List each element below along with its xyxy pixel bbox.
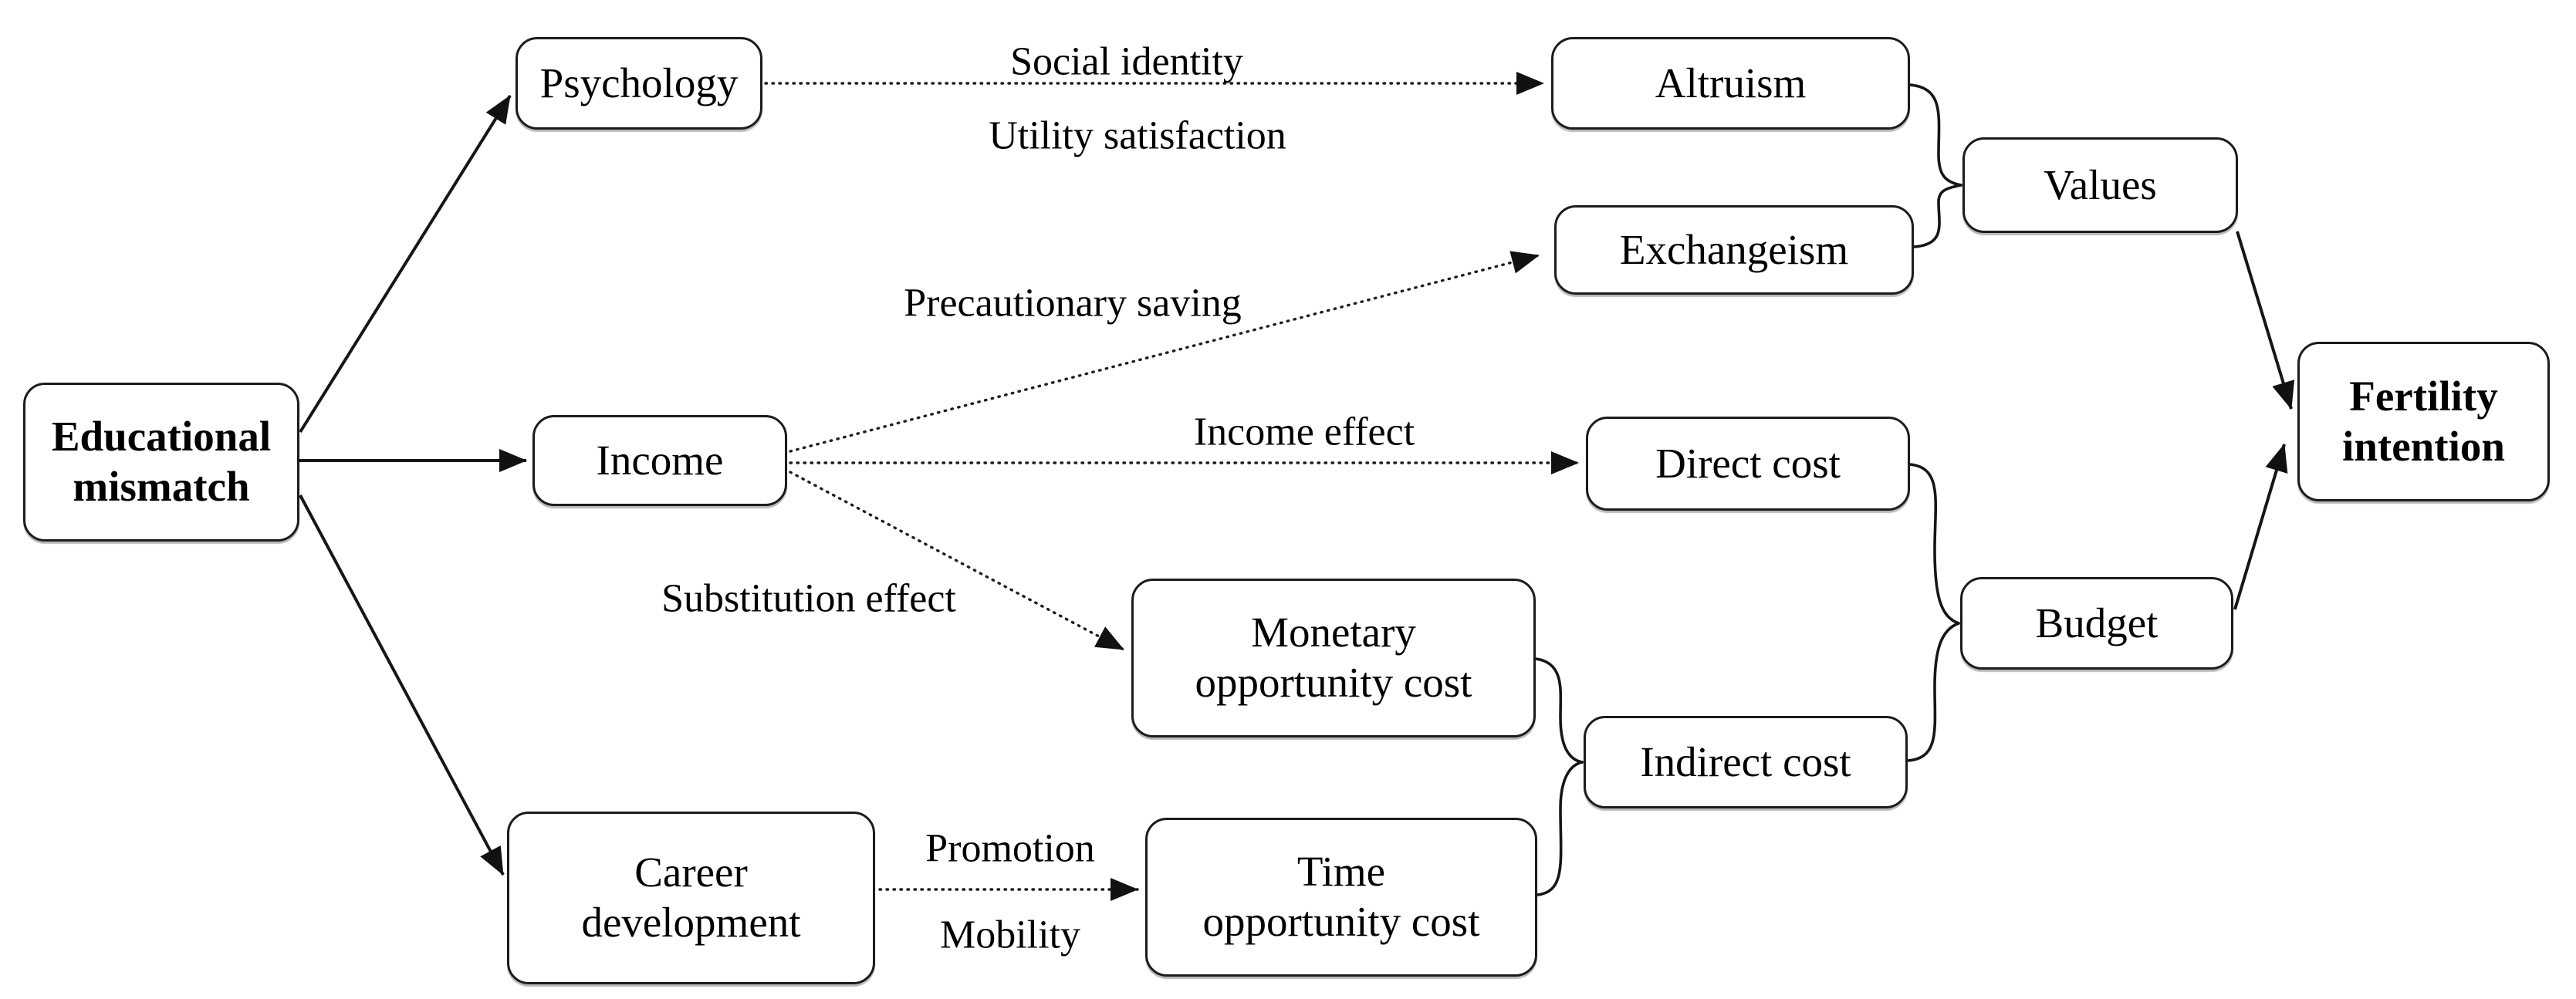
- node-label: Monetary: [1251, 609, 1416, 656]
- edge-income-exchangeism: [789, 251, 1540, 453]
- node-label: mismatch: [73, 463, 250, 510]
- node-values: Values: [1962, 137, 2238, 233]
- node-indirect-cost: Indirect cost: [1584, 716, 1908, 808]
- node-fertility-intention: Fertility intention: [2297, 342, 2550, 501]
- brace-values: [1908, 83, 1962, 248]
- edge-values-fertility: [2236, 231, 2295, 410]
- node-psychology: Psychology: [516, 37, 762, 130]
- node-label: Direct cost: [1655, 439, 1841, 487]
- node-label: Time: [1296, 848, 1386, 896]
- node-income: Income: [532, 415, 787, 506]
- edge-label-promotion: Promotion: [925, 826, 1095, 871]
- node-label: Altruism: [1655, 59, 1807, 106]
- node-label: Budget: [2035, 599, 2158, 646]
- edge-budget-fertility: [2233, 444, 2288, 610]
- brace-budget: [1906, 463, 1960, 762]
- edge-label-mobility: Mobility: [939, 913, 1081, 957]
- node-label: Fertility: [2349, 372, 2498, 420]
- edge-label-social-identity: Social identity: [1010, 39, 1243, 84]
- node-altruism: Altruism: [1551, 37, 1910, 130]
- node-label: Exchangeism: [1619, 225, 1849, 273]
- node-educational-mismatch: Educational mismatch: [23, 383, 299, 542]
- node-label: Indirect cost: [1640, 737, 1851, 785]
- node-budget: Budget: [1960, 577, 2233, 670]
- edge-mismatch-career: [299, 494, 505, 876]
- edge-label-utility-satisfaction: Utility satisfaction: [989, 113, 1286, 158]
- node-label: opportunity cost: [1202, 898, 1480, 945]
- node-label: Educational: [51, 413, 272, 461]
- node-label: Income: [596, 436, 724, 484]
- node-label: intention: [2342, 422, 2505, 470]
- node-label: Career: [634, 849, 748, 896]
- node-exchangeism: Exchangeism: [1554, 205, 1914, 295]
- edge-income-monetarycost: [789, 471, 1125, 651]
- node-label: opportunity cost: [1195, 659, 1472, 706]
- node-time-opportunity-cost: Time opportunity cost: [1145, 818, 1537, 977]
- edge-label-income-effect: Income effect: [1193, 410, 1415, 454]
- edge-label-substitution-effect: Substitution effect: [661, 576, 956, 621]
- node-label: Values: [2044, 160, 2157, 208]
- node-career-development: Career development: [507, 812, 875, 984]
- node-direct-cost: Direct cost: [1586, 417, 1910, 511]
- node-label: Psychology: [539, 59, 739, 106]
- brace-indirect: [1534, 657, 1584, 896]
- edge-mismatch-psychology: [299, 94, 512, 434]
- node-monetary-opportunity-cost: Monetary opportunity cost: [1131, 579, 1536, 737]
- edge-label-precautionary-saving: Precautionary saving: [904, 281, 1242, 326]
- node-label: development: [581, 899, 801, 946]
